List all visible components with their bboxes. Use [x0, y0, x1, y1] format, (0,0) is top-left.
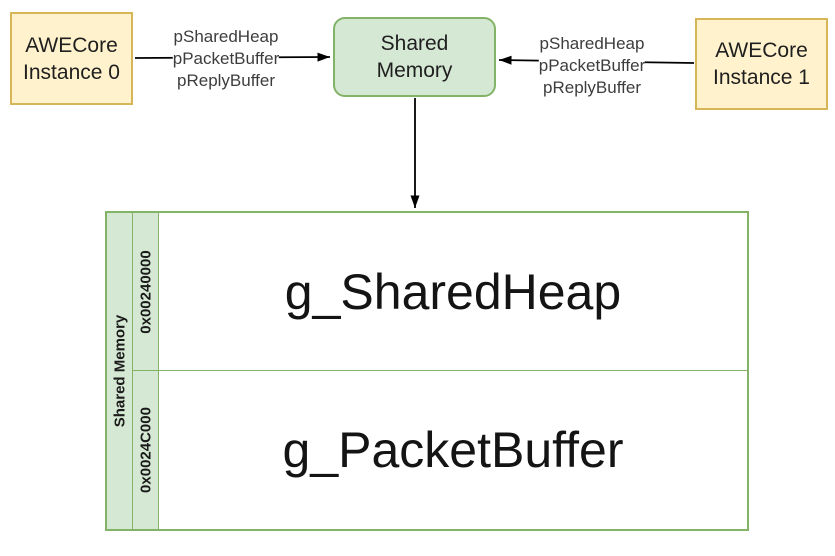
node-label-line: Instance 0	[23, 60, 120, 84]
edge-label-left: pSharedHeap pPacketBuffer pReplyBuffer	[172, 26, 280, 92]
node-awecore-instance-1: AWECore Instance 1	[695, 18, 828, 110]
table-address-cell: 0x0024C000	[133, 371, 159, 529]
table-side-header-cell: Shared Memory	[107, 213, 133, 529]
edge-label-right: pSharedHeap pPacketBuffer pReplyBuffer	[538, 33, 646, 99]
node-label-line: AWECore	[715, 39, 808, 62]
table-side-header-label: Shared Memory	[111, 314, 128, 428]
node-shared-memory: Shared Memory	[333, 17, 496, 97]
shared-memory-table: Shared Memory 0x00240000 0x0024C000 g_Sh…	[105, 211, 749, 531]
edge-label-line: pSharedHeap	[173, 27, 279, 46]
node-label-line: AWECore	[25, 33, 118, 57]
table-region-label: g_PacketBuffer	[282, 422, 624, 478]
edge-label-line: pReplyBuffer	[543, 78, 641, 97]
node-label-line: Instance 1	[713, 66, 810, 89]
edge-label-line: pReplyBuffer	[177, 71, 275, 90]
edge-label-line: pPacketBuffer	[538, 56, 646, 75]
edge-label-line: pSharedHeap	[539, 34, 645, 53]
table-address-label: 0x0024C000	[137, 407, 154, 493]
table-region-cell: g_PacketBuffer	[159, 371, 747, 529]
table-region-label: g_SharedHeap	[284, 263, 622, 320]
table-address-label: 0x00240000	[137, 249, 154, 334]
node-label-line: Shared	[380, 32, 449, 55]
node-label-line: Memory	[376, 59, 453, 82]
table-region-cell: g_SharedHeap	[159, 213, 747, 371]
edge-label-line: pPacketBuffer	[172, 49, 280, 68]
node-awecore-instance-0: AWECore Instance 0	[10, 12, 133, 105]
table-address-cell: 0x00240000	[133, 213, 159, 371]
